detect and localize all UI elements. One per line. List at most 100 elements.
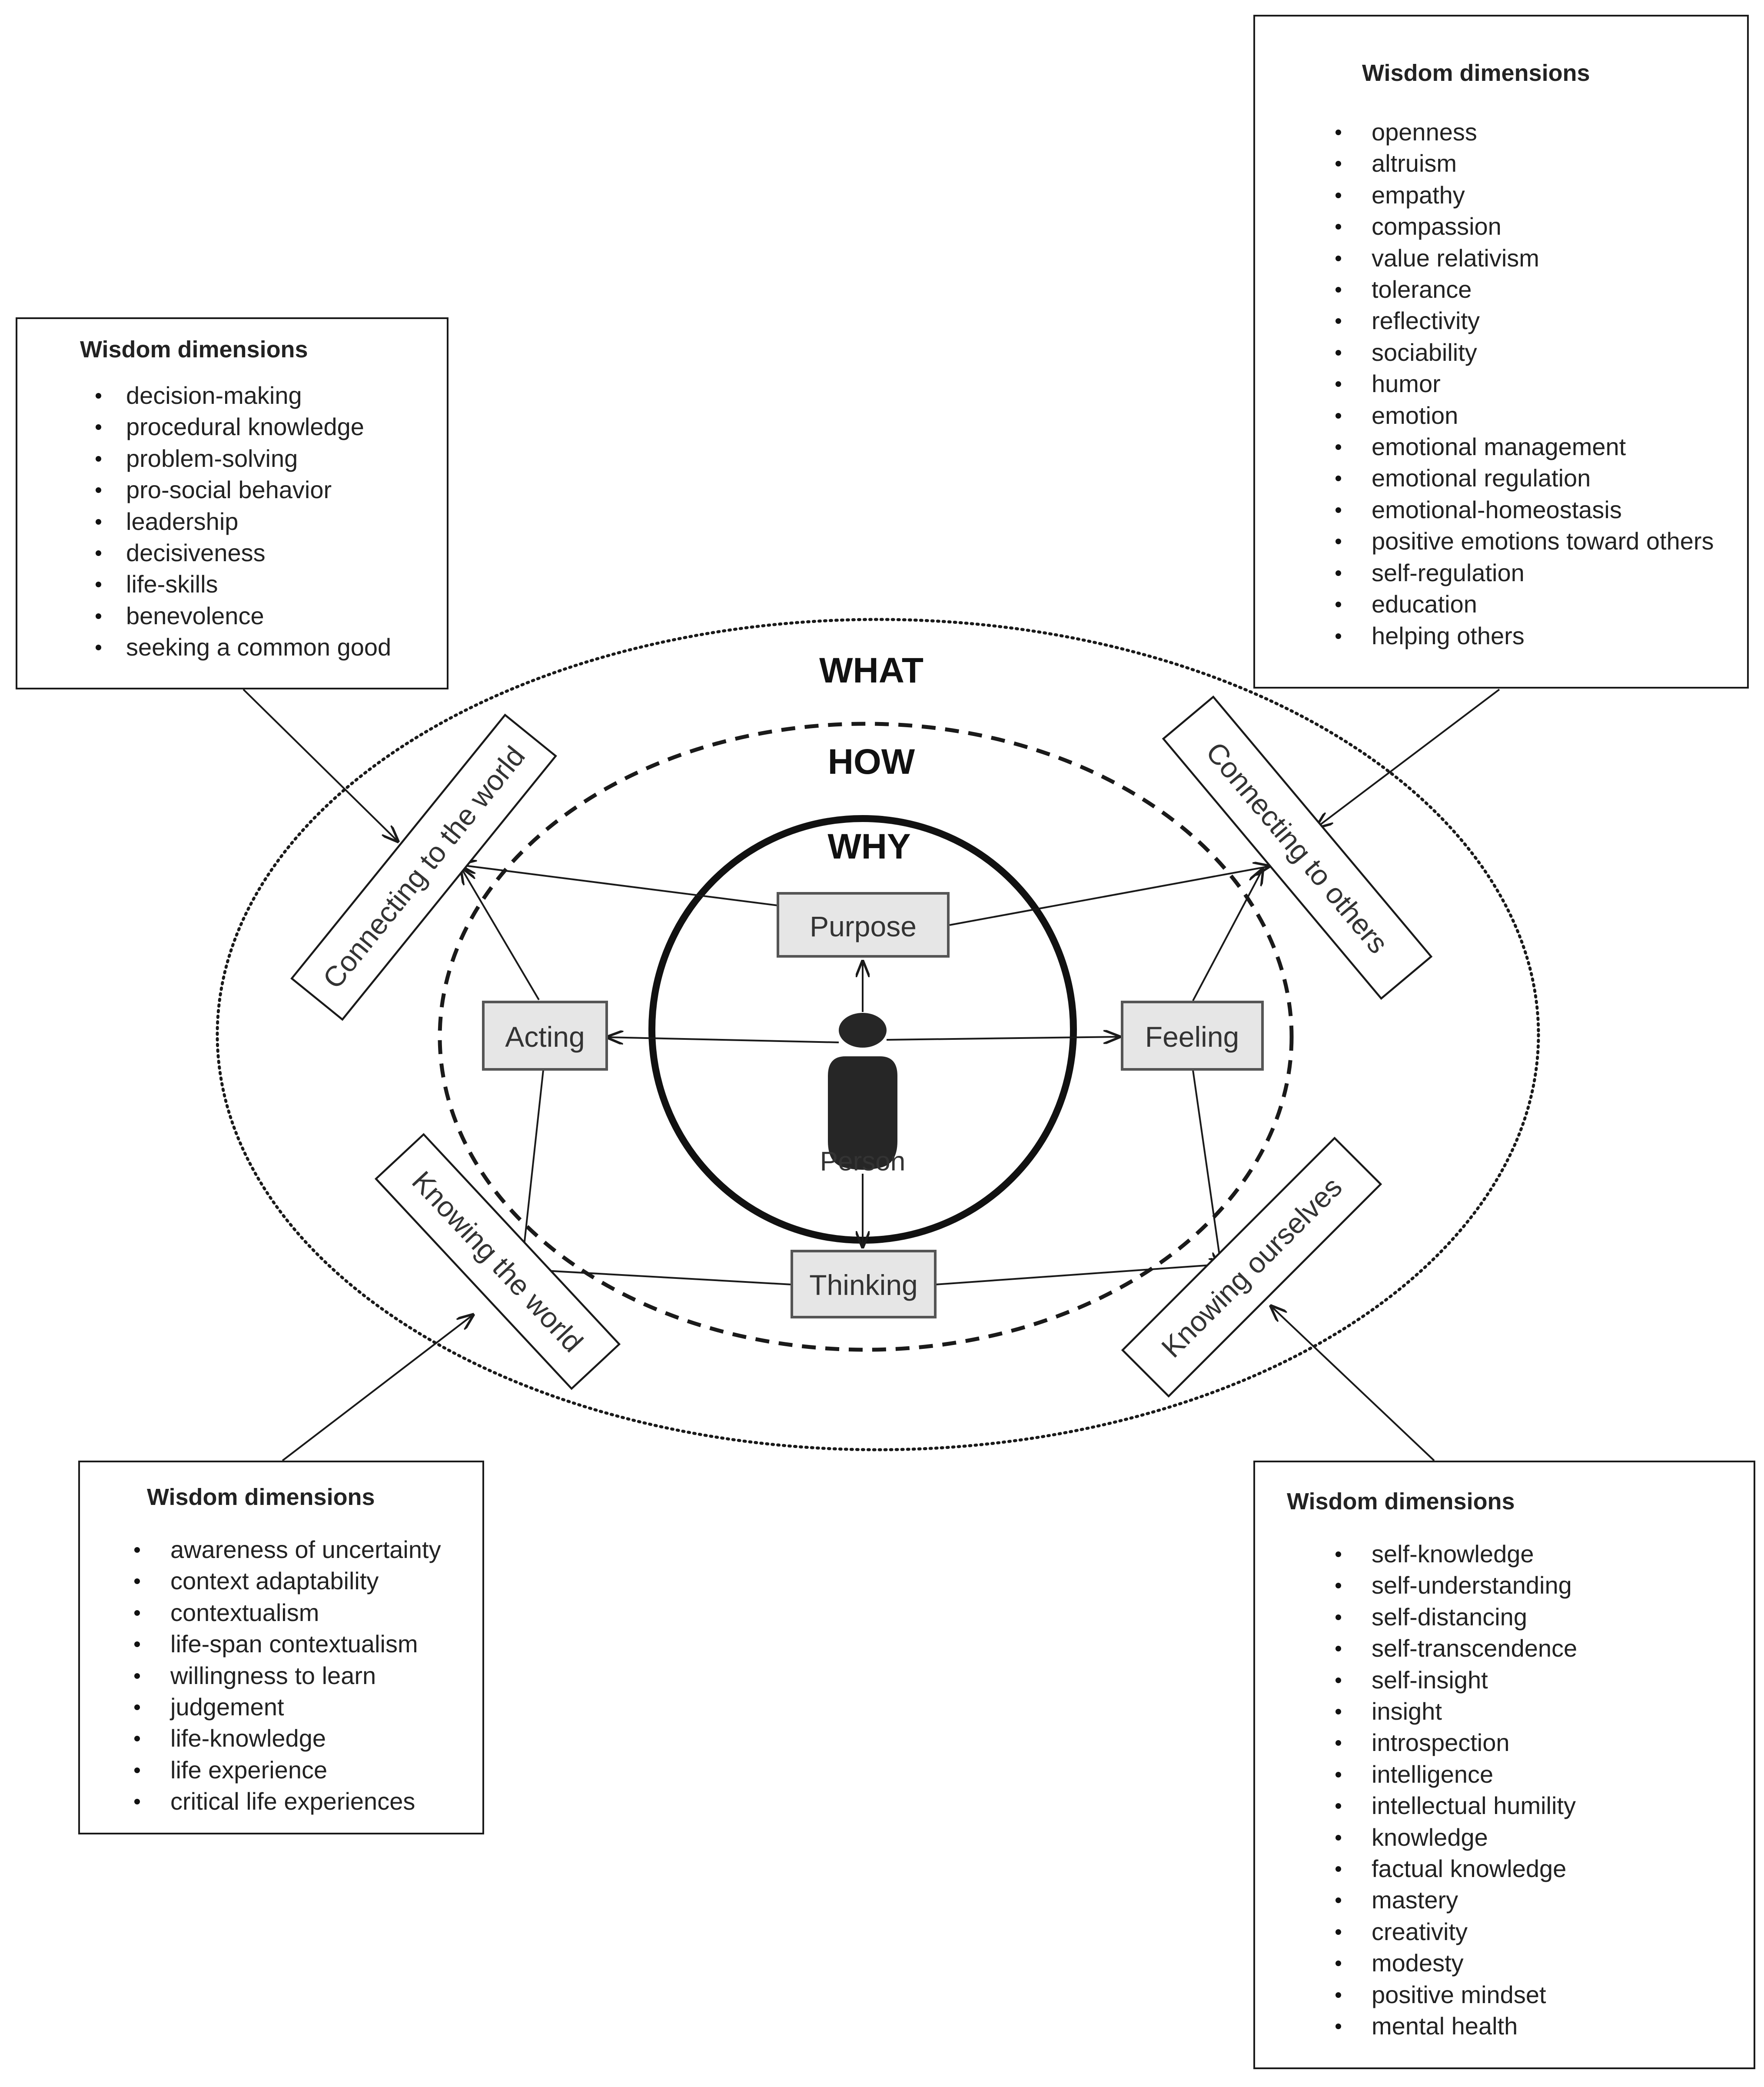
domain-connecting-world: Connecting to the world bbox=[290, 713, 557, 1021]
how-ellipse bbox=[438, 722, 1294, 1352]
wisdom-dimension-item: life-skills bbox=[80, 569, 447, 600]
wisdom-dimension-item: insight bbox=[1316, 1696, 1754, 1727]
what-label: WHAT bbox=[819, 651, 924, 690]
person-icon bbox=[828, 1013, 897, 1170]
wisdom-dimension-item: life experience bbox=[115, 1754, 482, 1786]
wisdom-dimension-item: creativity bbox=[1316, 1916, 1754, 1947]
wisdom-dimension-item: self-knowledge bbox=[1316, 1538, 1754, 1570]
wisdom-dimension-item: emotional regulation bbox=[1316, 463, 1747, 494]
wisdom-dimension-item: tolerance bbox=[1316, 274, 1747, 305]
wisdom-dimension-item: life-knowledge bbox=[115, 1723, 482, 1754]
wisdom-dimension-item: positive mindset bbox=[1316, 1979, 1754, 2010]
wisdom-dimension-item: factual knowledge bbox=[1316, 1853, 1754, 1884]
thinking-node: Thinking bbox=[791, 1250, 937, 1318]
wisdom-dimension-item: reflectivity bbox=[1316, 305, 1747, 336]
wisdom-dimension-item: modesty bbox=[1316, 1947, 1754, 1979]
node-to-domain-arrows bbox=[461, 865, 1269, 1285]
wisdom-dimension-item: emotional management bbox=[1316, 431, 1747, 463]
wisdom-box-title: Wisdom dimensions bbox=[1287, 1488, 1515, 1514]
wisdom-dimension-item: self-distancing bbox=[1316, 1601, 1754, 1633]
wisdom-dimension-item: awareness of uncertainty bbox=[115, 1534, 482, 1565]
arrow-acting-knowing-world bbox=[522, 1070, 544, 1269]
wisdom-dimension-item: life-span contextualism bbox=[115, 1628, 482, 1660]
wisdom-dimension-item: contextualism bbox=[115, 1597, 482, 1628]
wisdom-dimension-item: education bbox=[1316, 589, 1747, 620]
purpose-node: Purpose bbox=[777, 892, 950, 958]
arrow-box-bl bbox=[282, 1315, 473, 1461]
connecting-world-label: Connecting to the world bbox=[316, 740, 531, 994]
wisdom-dimension-item: procedural knowledge bbox=[80, 411, 447, 443]
wisdom-box-bottom-left: Wisdom dimensions awareness of uncertain… bbox=[78, 1461, 484, 1834]
wisdom-dimension-item: pro-social behavior bbox=[80, 474, 447, 506]
wisdom-dimension-item: compassion bbox=[1316, 211, 1747, 242]
domain-knowing-world: Knowing the world bbox=[374, 1133, 621, 1390]
wisdom-box-title: Wisdom dimensions bbox=[80, 336, 308, 363]
what-ellipse bbox=[216, 618, 1540, 1451]
acting-label: Acting bbox=[505, 1021, 585, 1053]
wisdom-box-title: Wisdom dimensions bbox=[1362, 60, 1590, 86]
how-label: HOW bbox=[828, 742, 915, 782]
wisdom-dimension-item: judgement bbox=[115, 1691, 482, 1723]
wisdom-dimension-item: emotional-homeostasis bbox=[1316, 494, 1747, 526]
wisdom-dimension-item: decision-making bbox=[80, 380, 447, 411]
dimension-arrows bbox=[243, 689, 1500, 1461]
wisdom-dimension-item: self-insight bbox=[1316, 1664, 1754, 1696]
wisdom-dimension-item: seeking a common good bbox=[80, 632, 447, 663]
why-label: WHY bbox=[827, 827, 910, 866]
feeling-label: Feeling bbox=[1145, 1021, 1239, 1053]
wisdom-dimension-item: benevolence bbox=[80, 600, 447, 632]
wisdom-dimension-item: context adaptability bbox=[115, 1565, 482, 1597]
connecting-others-label: Connecting to others bbox=[1200, 736, 1395, 959]
wisdom-dimension-item: intelligence bbox=[1316, 1759, 1754, 1790]
thinking-label: Thinking bbox=[809, 1269, 917, 1301]
wisdom-dimension-item: leadership bbox=[80, 506, 447, 537]
wisdom-dimension-item: emotion bbox=[1316, 400, 1747, 431]
wisdom-dimension-item: helping others bbox=[1316, 620, 1747, 652]
wisdom-dimension-item: self-understanding bbox=[1316, 1570, 1754, 1601]
wisdom-dimension-item: value relativism bbox=[1316, 243, 1747, 274]
wisdom-dimension-item: self-regulation bbox=[1316, 557, 1747, 589]
wisdom-dimension-item: introspection bbox=[1316, 1727, 1754, 1758]
arrow-box-br bbox=[1271, 1306, 1435, 1461]
wisdom-dimension-item: self-transcendence bbox=[1316, 1633, 1754, 1664]
arrow-box-tr bbox=[1317, 689, 1500, 827]
wisdom-dimension-item: decisiveness bbox=[80, 537, 447, 569]
feeling-node: Feeling bbox=[1121, 1001, 1264, 1071]
wisdom-box-title: Wisdom dimensions bbox=[147, 1484, 375, 1510]
wisdom-dimension-item: altruism bbox=[1316, 148, 1747, 179]
arrow-box-tl bbox=[243, 689, 398, 841]
domain-knowing-ourselves: Knowing ourselves bbox=[1121, 1136, 1382, 1398]
arrow-feeling-connecting-others bbox=[1192, 869, 1262, 1001]
wisdom-dimension-item: positive emotions toward others bbox=[1316, 526, 1747, 557]
wisdom-dimension-item: mastery bbox=[1316, 1884, 1754, 1916]
wisdom-dimension-item: empathy bbox=[1316, 180, 1747, 211]
arrow-purpose-connecting-others bbox=[949, 866, 1269, 926]
wisdom-dimension-item: humor bbox=[1316, 368, 1747, 399]
arrow-feeling-knowing-ourselves bbox=[1192, 1070, 1221, 1267]
arrow-person-acting bbox=[608, 1037, 839, 1042]
wisdom-dimension-item: knowledge bbox=[1316, 1822, 1754, 1853]
arrow-acting-connecting-world bbox=[462, 869, 540, 1001]
purpose-label: Purpose bbox=[810, 910, 917, 942]
arrow-purpose-connecting-world bbox=[461, 865, 778, 906]
wisdom-dimension-item: problem-solving bbox=[80, 443, 447, 474]
wisdom-dimension-item: critical life experiences bbox=[115, 1786, 482, 1817]
wisdom-dimension-item: openness bbox=[1316, 116, 1747, 148]
wisdom-dimension-item: intellectual humility bbox=[1316, 1790, 1754, 1821]
arrow-thinking-knowing-world bbox=[522, 1269, 792, 1285]
wisdom-dimension-item: willingness to learn bbox=[115, 1660, 482, 1691]
person-to-node-arrows bbox=[608, 962, 1119, 1247]
person-label: Person bbox=[820, 1147, 905, 1177]
wisdom-dimension-item: mental health bbox=[1316, 2010, 1754, 2042]
acting-node: Acting bbox=[482, 1001, 608, 1071]
arrow-person-feeling bbox=[886, 1037, 1119, 1040]
wisdom-dimension-item: sociability bbox=[1316, 337, 1747, 368]
